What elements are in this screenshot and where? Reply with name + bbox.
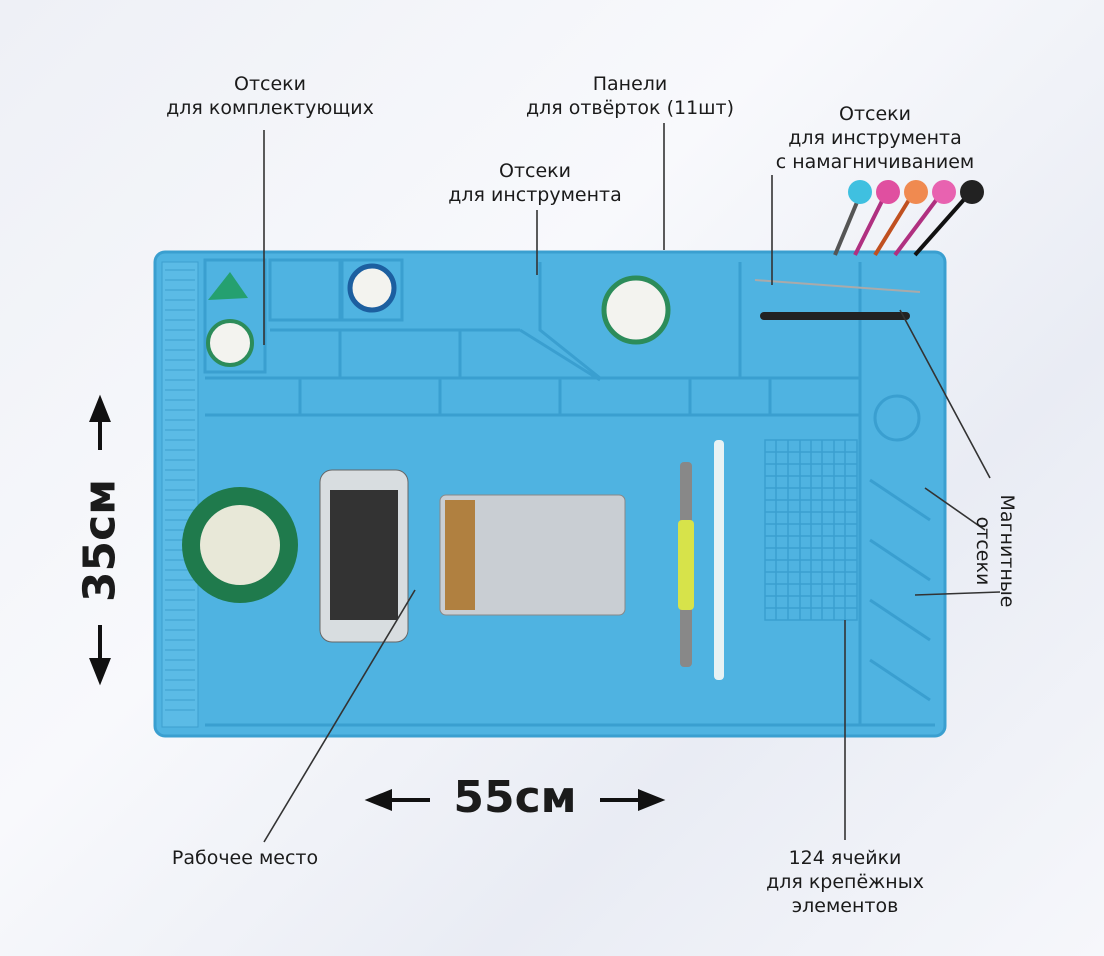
repair-fixture	[439, 494, 626, 616]
dimension-arrows	[89, 394, 666, 811]
screwdriver	[760, 312, 910, 320]
label-line: для инструмента	[448, 184, 622, 206]
label-line: для инструмента	[788, 127, 962, 149]
label-line: Отсеки	[839, 103, 911, 125]
label-line: с намагничиванием	[775, 151, 975, 173]
label-line: Отсеки	[499, 160, 571, 182]
label-workspace: Рабочее место	[171, 847, 319, 869]
label-magnetic: Магнитные отсеки	[971, 461, 1019, 641]
label-line: 124 ячейки	[788, 847, 902, 869]
label-line: Отсеки	[234, 73, 306, 95]
label-tool-compartments: Отсеки для инструмента	[400, 159, 670, 207]
silicone-mat	[153, 180, 984, 738]
cell-grid	[764, 439, 858, 621]
label-cells: 124 ячейки для крепёжных элементов	[725, 846, 965, 918]
screwdrivers	[833, 180, 984, 257]
height-dimension: 35см	[74, 478, 126, 603]
label-line: для отвёрток (11шт)	[525, 97, 735, 119]
label-components: Отсеки для комплектующих	[120, 72, 420, 120]
label-line: для комплектующих	[166, 97, 374, 119]
label-line: для крепёжных	[766, 871, 924, 893]
label-line: отсеки	[972, 516, 994, 586]
label-line: элементов	[791, 895, 899, 917]
leader-lines	[263, 123, 1001, 843]
width-dimension: 55см	[453, 772, 577, 823]
label-line: Магнитные	[996, 494, 1018, 608]
label-screwdriver-panels: Панели для отвёрток (11шт)	[490, 72, 770, 120]
solder-spool	[601, 275, 671, 345]
pry-stick	[714, 440, 724, 680]
label-line: Панели	[592, 73, 668, 95]
label-magnet-tool: Отсеки для инструмента с намагничиванием	[715, 102, 1035, 174]
